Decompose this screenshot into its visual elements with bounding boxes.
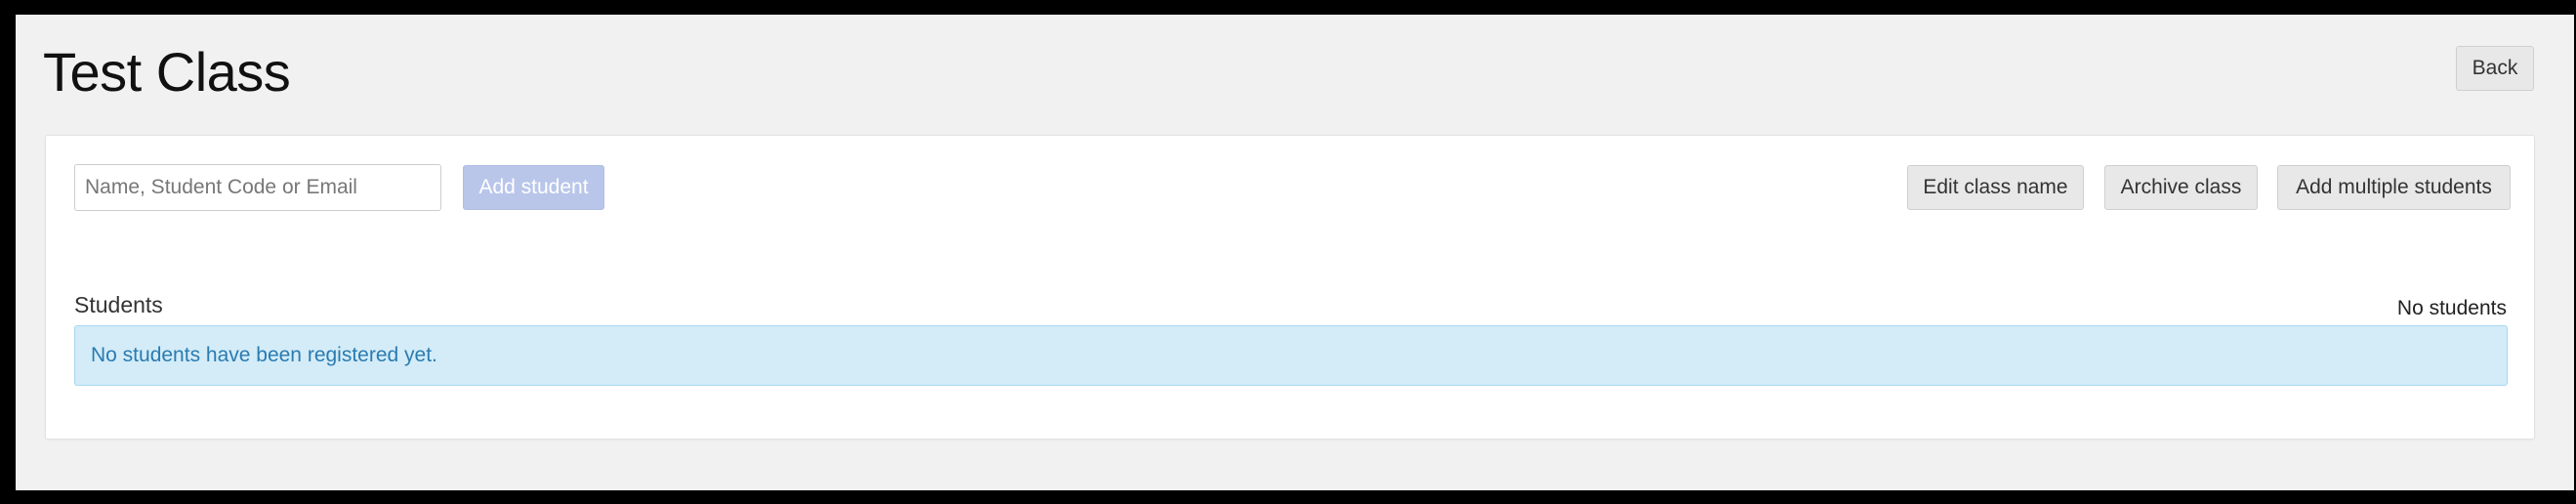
add-student-button[interactable]: Add student bbox=[463, 165, 604, 210]
archive-class-button[interactable]: Archive class bbox=[2104, 165, 2258, 210]
empty-students-message: No students have been registered yet. bbox=[91, 344, 437, 366]
student-search-input[interactable] bbox=[74, 164, 441, 211]
add-multiple-students-button[interactable]: Add multiple students bbox=[2277, 165, 2511, 210]
empty-students-alert: No students have been registered yet. bbox=[74, 325, 2508, 386]
student-count: No students bbox=[2396, 297, 2507, 319]
students-heading: Students bbox=[74, 292, 163, 317]
edit-class-name-button[interactable]: Edit class name bbox=[1907, 165, 2084, 210]
app-window: Test Class Back Add student Edit class n… bbox=[16, 15, 2574, 490]
page-title: Test Class bbox=[43, 41, 291, 103]
class-panel: Add student Edit class name Archive clas… bbox=[45, 135, 2535, 440]
back-button[interactable]: Back bbox=[2456, 46, 2534, 91]
